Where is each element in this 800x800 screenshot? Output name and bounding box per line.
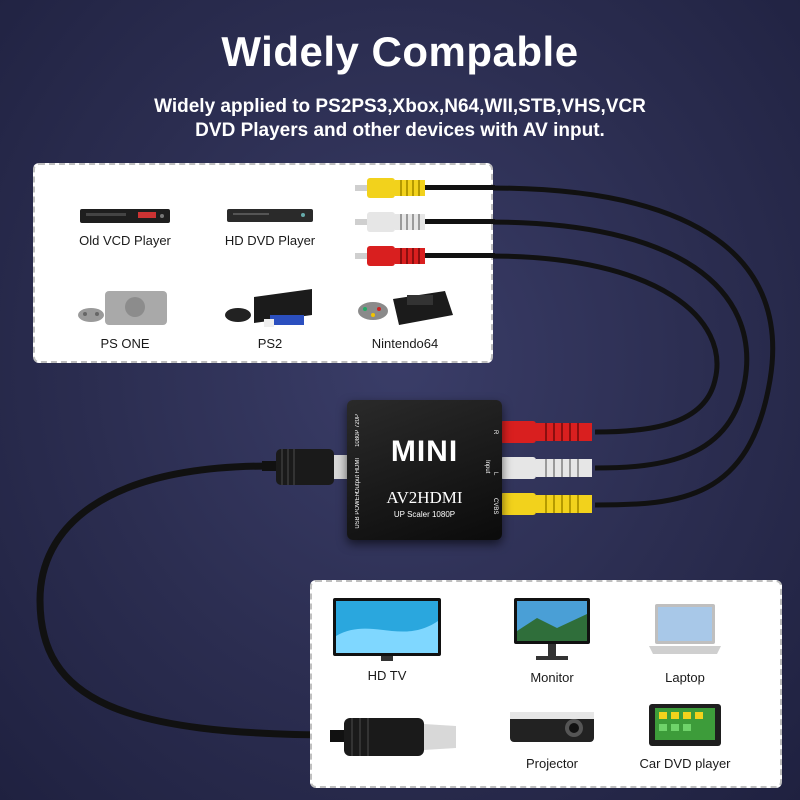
device-ps-one: PS ONE — [55, 285, 195, 351]
device-label: PS ONE — [100, 336, 150, 351]
device-label: PS2 — [257, 336, 283, 351]
rca-plugs-top — [355, 178, 495, 266]
red-rca-cable — [489, 253, 720, 435]
device-laptop: Laptop — [615, 596, 755, 685]
device-label: HD DVD Player — [224, 233, 316, 248]
device-label: Car DVD player — [639, 756, 731, 771]
port-label-input: Input — [484, 460, 490, 474]
device-ps2: PS2 — [200, 285, 340, 351]
device-nintendo64: Nintendo64 — [335, 285, 475, 351]
device-hd-dvd-player: HD DVD Player — [200, 203, 340, 248]
ps2-console-icon — [225, 289, 312, 327]
port-label-l: L — [492, 472, 498, 476]
white-rca-cable — [489, 219, 750, 471]
port-label-output: Output HDMI — [355, 458, 361, 494]
hdmi-plug-converter — [262, 449, 350, 485]
red-rca-plug-converter — [500, 421, 592, 443]
converter-model: AV2HDMI — [386, 488, 463, 507]
converter-brand: MINI — [390, 435, 459, 468]
device-label: Laptop — [665, 670, 705, 685]
port-label-usb-power: USB POWER — [355, 492, 361, 529]
port-label-cvbs: CVBS — [492, 498, 498, 515]
converter-subtitle: UP Scaler 1080P — [393, 510, 456, 519]
subtitle-line-1: Widely applied to PS2PS3,Xbox,N64,WII,ST… — [154, 96, 646, 117]
device-label: Projector — [525, 756, 579, 771]
device-old-vcd-player: Old VCD Player — [55, 203, 195, 248]
port-label-r: R — [492, 430, 498, 435]
tv-icon — [333, 598, 441, 661]
device-label: HD TV — [367, 668, 407, 683]
av2hdmi-converter-box: MINI AV2HDMI UP Scaler 1080P 1080P 720P … — [347, 400, 502, 540]
page-title: Widely Compable — [221, 28, 579, 75]
white-rca-plug-converter — [500, 457, 592, 479]
device-car-dvd-player: Car DVD player — [615, 700, 755, 771]
laptop-icon — [649, 604, 721, 654]
vcd-player-icon — [79, 209, 170, 223]
rca-plugs-converter — [500, 421, 592, 515]
hdmi-plug-output — [330, 718, 456, 756]
device-projector: Projector — [482, 700, 622, 771]
ps-one-console-icon — [78, 291, 167, 325]
device-label: Monitor — [530, 670, 574, 685]
white-rca-plug — [355, 212, 495, 232]
yellow-rca-plug-converter — [500, 493, 592, 515]
device-hd-tv: HD TV — [317, 596, 457, 683]
device-label: Old VCD Player — [79, 233, 171, 248]
yellow-rca-cable — [489, 185, 776, 508]
car-dvd-player-icon — [649, 704, 721, 746]
page-subtitle: Widely applied to PS2PS3,Xbox,N64,WII,ST… — [0, 95, 800, 143]
device-monitor: Monitor — [482, 596, 622, 685]
dvd-player-icon — [226, 209, 313, 222]
n64-console-icon — [358, 291, 453, 325]
monitor-icon — [514, 598, 590, 660]
subtitle-line-2: DVD Players and other devices with AV in… — [195, 120, 605, 141]
projector-icon — [510, 712, 594, 742]
hdmi-cable — [36, 462, 341, 739]
yellow-rca-plug — [355, 178, 495, 198]
port-label-resolution: 1080P 720P — [355, 414, 361, 447]
device-label: Nintendo64 — [371, 336, 439, 351]
red-rca-plug — [355, 246, 495, 266]
